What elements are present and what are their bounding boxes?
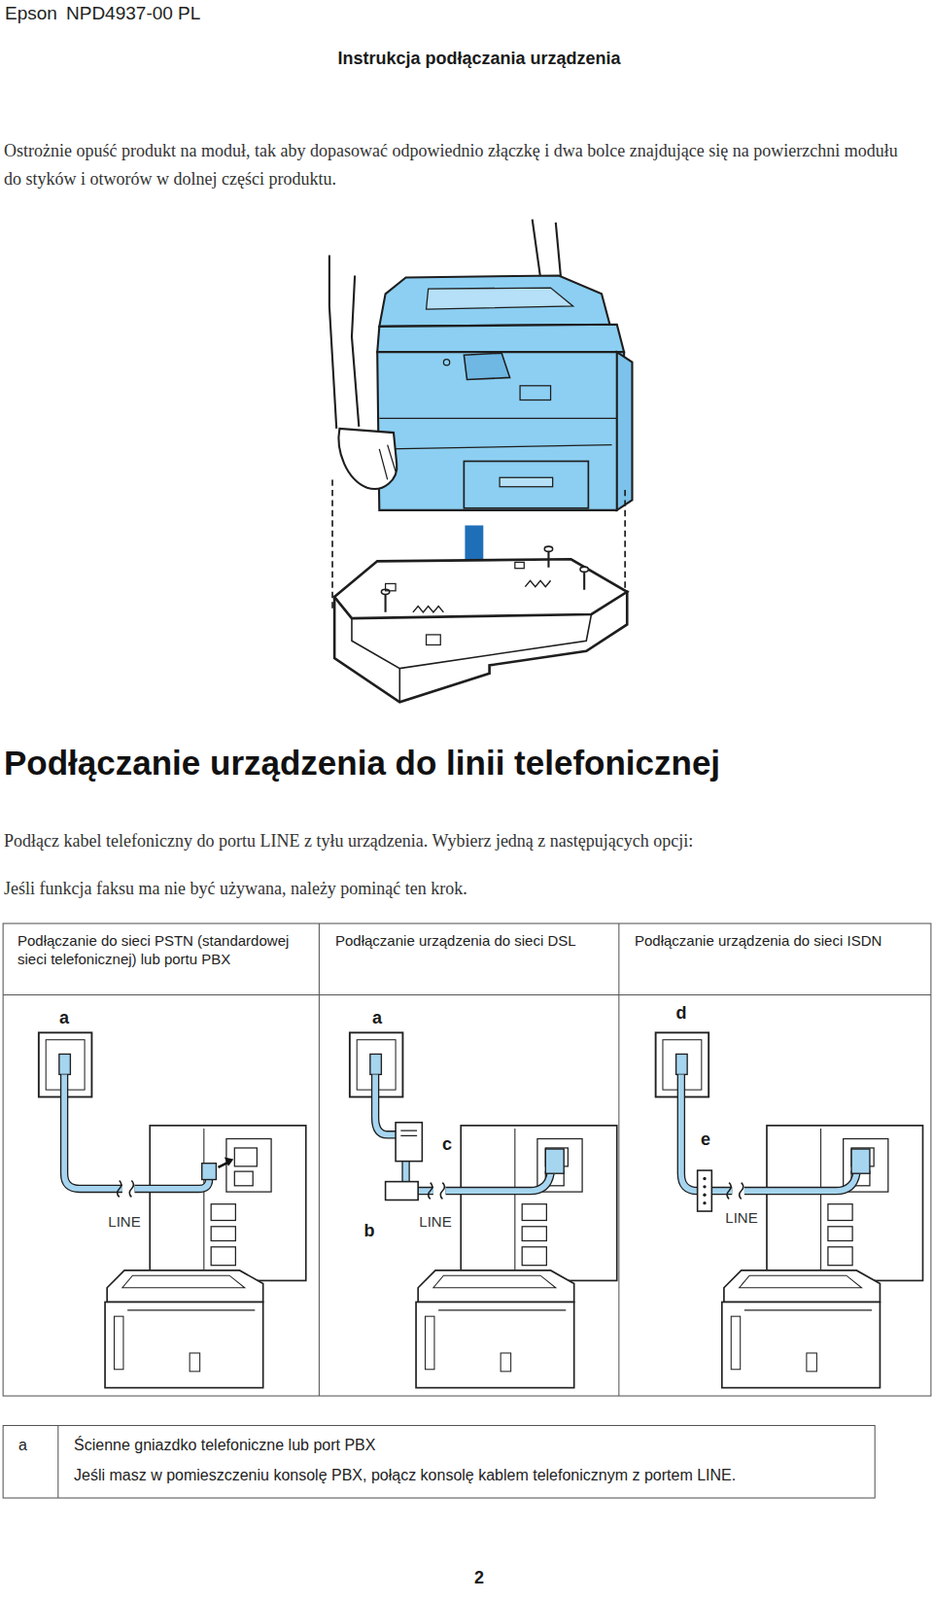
arm	[555, 222, 561, 278]
table-header-cell: Podłączanie urządzenia do sieci ISDN	[634, 931, 922, 950]
hand	[339, 428, 398, 489]
fingers	[379, 445, 396, 481]
connector	[413, 580, 552, 613]
plug	[202, 1163, 217, 1180]
module-top	[334, 558, 627, 619]
button	[443, 359, 450, 366]
callout-letter: c	[442, 1134, 452, 1155]
splitter	[395, 1122, 422, 1162]
page-header: Instrukcja podłączania urządzenia	[187, 48, 771, 70]
adapter-led	[702, 1201, 706, 1205]
splitter-detail	[400, 1130, 417, 1136]
pins	[385, 549, 586, 613]
callout-letter: b	[364, 1220, 376, 1242]
table-rule	[618, 923, 620, 1396]
instruction-text: Ostrożnie opuść produkt na moduł, tak ab…	[3, 137, 908, 194]
terminal-adapter	[697, 1170, 713, 1211]
insert-arrowhead	[224, 1156, 234, 1166]
body-line	[379, 417, 617, 419]
running-header: Epson	[4, 2, 58, 25]
adf-tray	[426, 287, 574, 310]
legend-text: Jeśli masz w pomieszczeniu konsolę PBX, …	[73, 1465, 871, 1486]
plug	[545, 1148, 564, 1174]
adapter-led	[702, 1193, 706, 1197]
document-code: NPD4937-00 PL	[66, 2, 201, 25]
plug	[851, 1148, 870, 1174]
printer-front	[377, 351, 624, 511]
printer-side	[617, 351, 633, 511]
insert-arrow	[218, 1162, 229, 1168]
callout-letter: a	[59, 1007, 70, 1029]
callout-letter: a	[372, 1007, 382, 1029]
tray-handle	[499, 477, 553, 486]
table-header-cell: Podłączanie do sieci PSTN (standardowej …	[17, 931, 310, 968]
module-edge	[398, 668, 401, 703]
printer-on-module	[329, 219, 633, 703]
table-frame	[2, 923, 932, 1396]
cable-break	[117, 1180, 135, 1198]
cable	[64, 1073, 209, 1189]
latch	[426, 634, 442, 645]
adapter-led	[702, 1176, 706, 1180]
module-edge	[351, 614, 592, 669]
paper-tray	[463, 460, 588, 508]
cable-core	[375, 1073, 551, 1191]
section-heading: Podłączanie urządzenia do linii telefoni…	[3, 743, 721, 783]
pin-tip	[580, 566, 588, 572]
socket	[515, 561, 524, 568]
cable-core	[64, 1073, 209, 1189]
pin-tip	[544, 546, 553, 552]
callout-letter: e	[700, 1129, 711, 1150]
port-label: LINE	[723, 1209, 760, 1226]
page-number: 2	[430, 1567, 528, 1589]
dsl-filter	[385, 1181, 419, 1201]
table-rule	[2, 994, 932, 996]
arm	[329, 254, 337, 428]
legend-text: Ścienne gniazdko telefoniczne lub port P…	[73, 1435, 871, 1455]
printer-rear	[415, 1125, 618, 1388]
cable	[375, 1073, 551, 1191]
legend-key: a	[18, 1435, 28, 1455]
cable-break	[726, 1182, 744, 1200]
guide-line	[331, 479, 334, 610]
socket	[385, 583, 396, 590]
logo-plate	[519, 385, 551, 401]
scanner	[377, 324, 624, 352]
adapter-led	[702, 1184, 706, 1188]
arm	[532, 219, 541, 278]
adf	[379, 275, 610, 326]
guide-line	[623, 489, 626, 597]
port-label: LINE	[416, 1212, 453, 1230]
port-label: LINE	[105, 1212, 142, 1230]
table-rule	[57, 1424, 59, 1498]
display	[463, 352, 510, 380]
cable-outline	[64, 1073, 209, 1189]
output-slot	[387, 445, 613, 450]
callout-letter: d	[676, 1002, 688, 1024]
printer-rear	[722, 1125, 924, 1388]
cable-break	[428, 1182, 446, 1200]
table-header-cell: Podłączanie urządzenia do sieci DSL	[335, 931, 613, 950]
note-text: Jeśli funkcja faksu ma nie być używana, …	[3, 874, 923, 903]
table-frame	[2, 1424, 875, 1498]
table-rule	[318, 923, 320, 1396]
printer-rear	[104, 1125, 307, 1388]
cable-outline	[375, 1073, 551, 1191]
arm	[351, 275, 359, 426]
instruction-text: Podłącz kabel telefoniczny do portu LINE…	[3, 827, 923, 856]
